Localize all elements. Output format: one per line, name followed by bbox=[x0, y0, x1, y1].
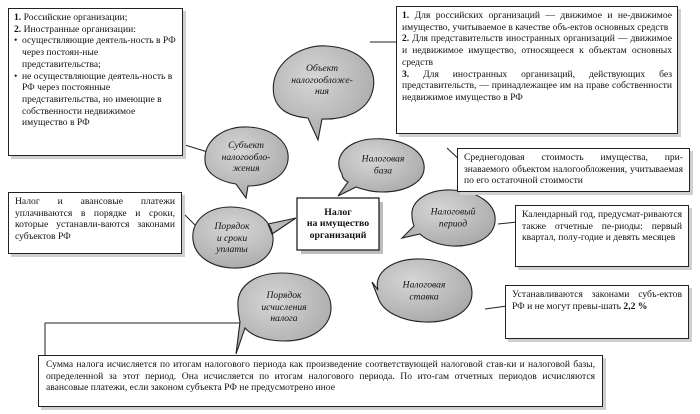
object-item-2-text: Для представительств иностранных организ… bbox=[402, 33, 672, 68]
object-item-1-text: Для российских организаций — движимое и … bbox=[402, 10, 672, 33]
object-item-2-num: 2. bbox=[402, 33, 410, 45]
base-box: Среднегодовая стоимость имущества, при-з… bbox=[457, 148, 690, 192]
subjects-bullet-1: осуществляющие деятель-ность в РФ через … bbox=[14, 35, 177, 70]
calc-box-text: Сумма налога исчисляется по итогам налог… bbox=[46, 359, 595, 394]
subjects-item-2-num: 2. bbox=[14, 23, 22, 35]
center-line-2: на имущество bbox=[306, 218, 370, 230]
subjects-item-1: 1. Российские организации; bbox=[14, 12, 177, 24]
calc-box: Сумма налога исчисляется по итогам налог… bbox=[38, 355, 603, 407]
subjects-item-1-num: 1. bbox=[14, 12, 22, 23]
bubble-subject-line-3: жения bbox=[232, 162, 260, 174]
bubble-object-line-3: ния bbox=[314, 85, 330, 97]
subjects-bullet-2: не осуществляющие деятель-ность в РФ чер… bbox=[14, 71, 177, 130]
base-box-text: Среднегодовая стоимость имущества, при-з… bbox=[464, 152, 683, 187]
bubble-calc-line-2: исчисления bbox=[261, 301, 307, 313]
period-box: Календарный год, предусмат-риваются такж… bbox=[515, 205, 689, 267]
bubble-object-label: Объект налогообложе- ния bbox=[291, 63, 353, 98]
bubble-subject-line-2: налогообло- bbox=[221, 151, 271, 163]
bubble-order-line-1: Порядок bbox=[214, 220, 250, 232]
bubble-calc-label: Порядок исчисления налога bbox=[261, 290, 306, 325]
connector-rate bbox=[484, 305, 508, 310]
bubble-subject-label: Субъект налогообло- жения bbox=[222, 140, 271, 175]
object-item-1: 1. Для российских организаций — движимое… bbox=[402, 10, 672, 33]
rate-box: Устанавливаются законами субъ-ектов РФ и… bbox=[505, 285, 689, 339]
bubble-calc-line-1: Порядок bbox=[266, 289, 302, 301]
bubble-calc bbox=[235, 272, 332, 355]
object-item-1-num: 1. bbox=[402, 10, 410, 21]
bubble-period bbox=[400, 189, 496, 247]
subjects-box: 1. Российские организации; 2. Иностранны… bbox=[8, 8, 183, 156]
bubble-order-line-2: и сроки bbox=[216, 232, 248, 244]
bubble-rate bbox=[371, 258, 473, 323]
bubble-period-line-2: период bbox=[438, 218, 468, 229]
bubble-base-line-2: база bbox=[373, 165, 393, 176]
bubble-rate-label: Налоговая ставка bbox=[403, 280, 446, 303]
subjects-item-2: 2. Иностранные организации: bbox=[14, 24, 177, 36]
bubble-subject-line-1: Субъект bbox=[228, 139, 264, 151]
bubble-rate-line-2: ставка bbox=[409, 291, 439, 302]
object-item-3: 3. Для иностранных организаций, действую… bbox=[402, 69, 672, 104]
payment-box-text: Налог и авансовые платежи уплачиваются в… bbox=[15, 196, 175, 243]
bubble-order-line-3: уплаты bbox=[216, 243, 248, 255]
bubble-order bbox=[192, 206, 297, 269]
object-item-2: 2. Для представительств иностранных орга… bbox=[402, 33, 672, 68]
connector-period bbox=[497, 221, 518, 225]
bubble-period-line-1: Налоговый bbox=[430, 206, 476, 218]
bubble-base-label: Налоговая база bbox=[362, 154, 405, 177]
bubble-order-label: Порядок и сроки уплаты bbox=[215, 221, 250, 256]
bubble-calc-line-3: налога bbox=[270, 312, 298, 324]
subjects-bullets: осуществляющие деятель-ность в РФ через … bbox=[14, 35, 177, 129]
rate-box-value: 2,2 % bbox=[623, 300, 648, 312]
bubble-object bbox=[272, 45, 375, 142]
center-title: Налог на имущество организаций bbox=[297, 198, 379, 250]
object-box: 1. Для российских организаций — движимое… bbox=[396, 6, 678, 134]
rate-box-text: Устанавливаются законами субъ-ектов РФ и… bbox=[512, 289, 682, 312]
subjects-item-2-text: Иностранные организации: bbox=[23, 23, 136, 35]
bubble-base bbox=[337, 138, 425, 197]
rate-box-text-wrap: Устанавливаются законами субъ-ектов РФ и… bbox=[512, 289, 682, 312]
connector-order bbox=[181, 211, 196, 226]
bubble-base-line-1: Налоговая bbox=[361, 153, 405, 165]
bubble-object-line-2: налогообложе- bbox=[291, 74, 353, 86]
object-item-3-text: Для иностранных организаций, действующих… bbox=[402, 68, 672, 103]
period-box-text: Календарный год, предусмат-риваются такж… bbox=[522, 209, 682, 244]
object-item-3-num: 3. bbox=[402, 68, 410, 80]
payment-box: Налог и авансовые платежи уплачиваются в… bbox=[8, 192, 182, 254]
bubble-period-label: Налоговый период bbox=[431, 207, 476, 230]
subjects-item-1-text: Российские организации; bbox=[23, 12, 128, 23]
bubble-object-line-1: Объект bbox=[305, 62, 339, 74]
bubble-subject bbox=[204, 126, 289, 200]
bubble-rate-line-1: Налоговая bbox=[402, 279, 446, 291]
center-box bbox=[296, 197, 380, 251]
center-line-3: организаций bbox=[309, 229, 367, 241]
center-line-1: Налог bbox=[324, 206, 352, 218]
